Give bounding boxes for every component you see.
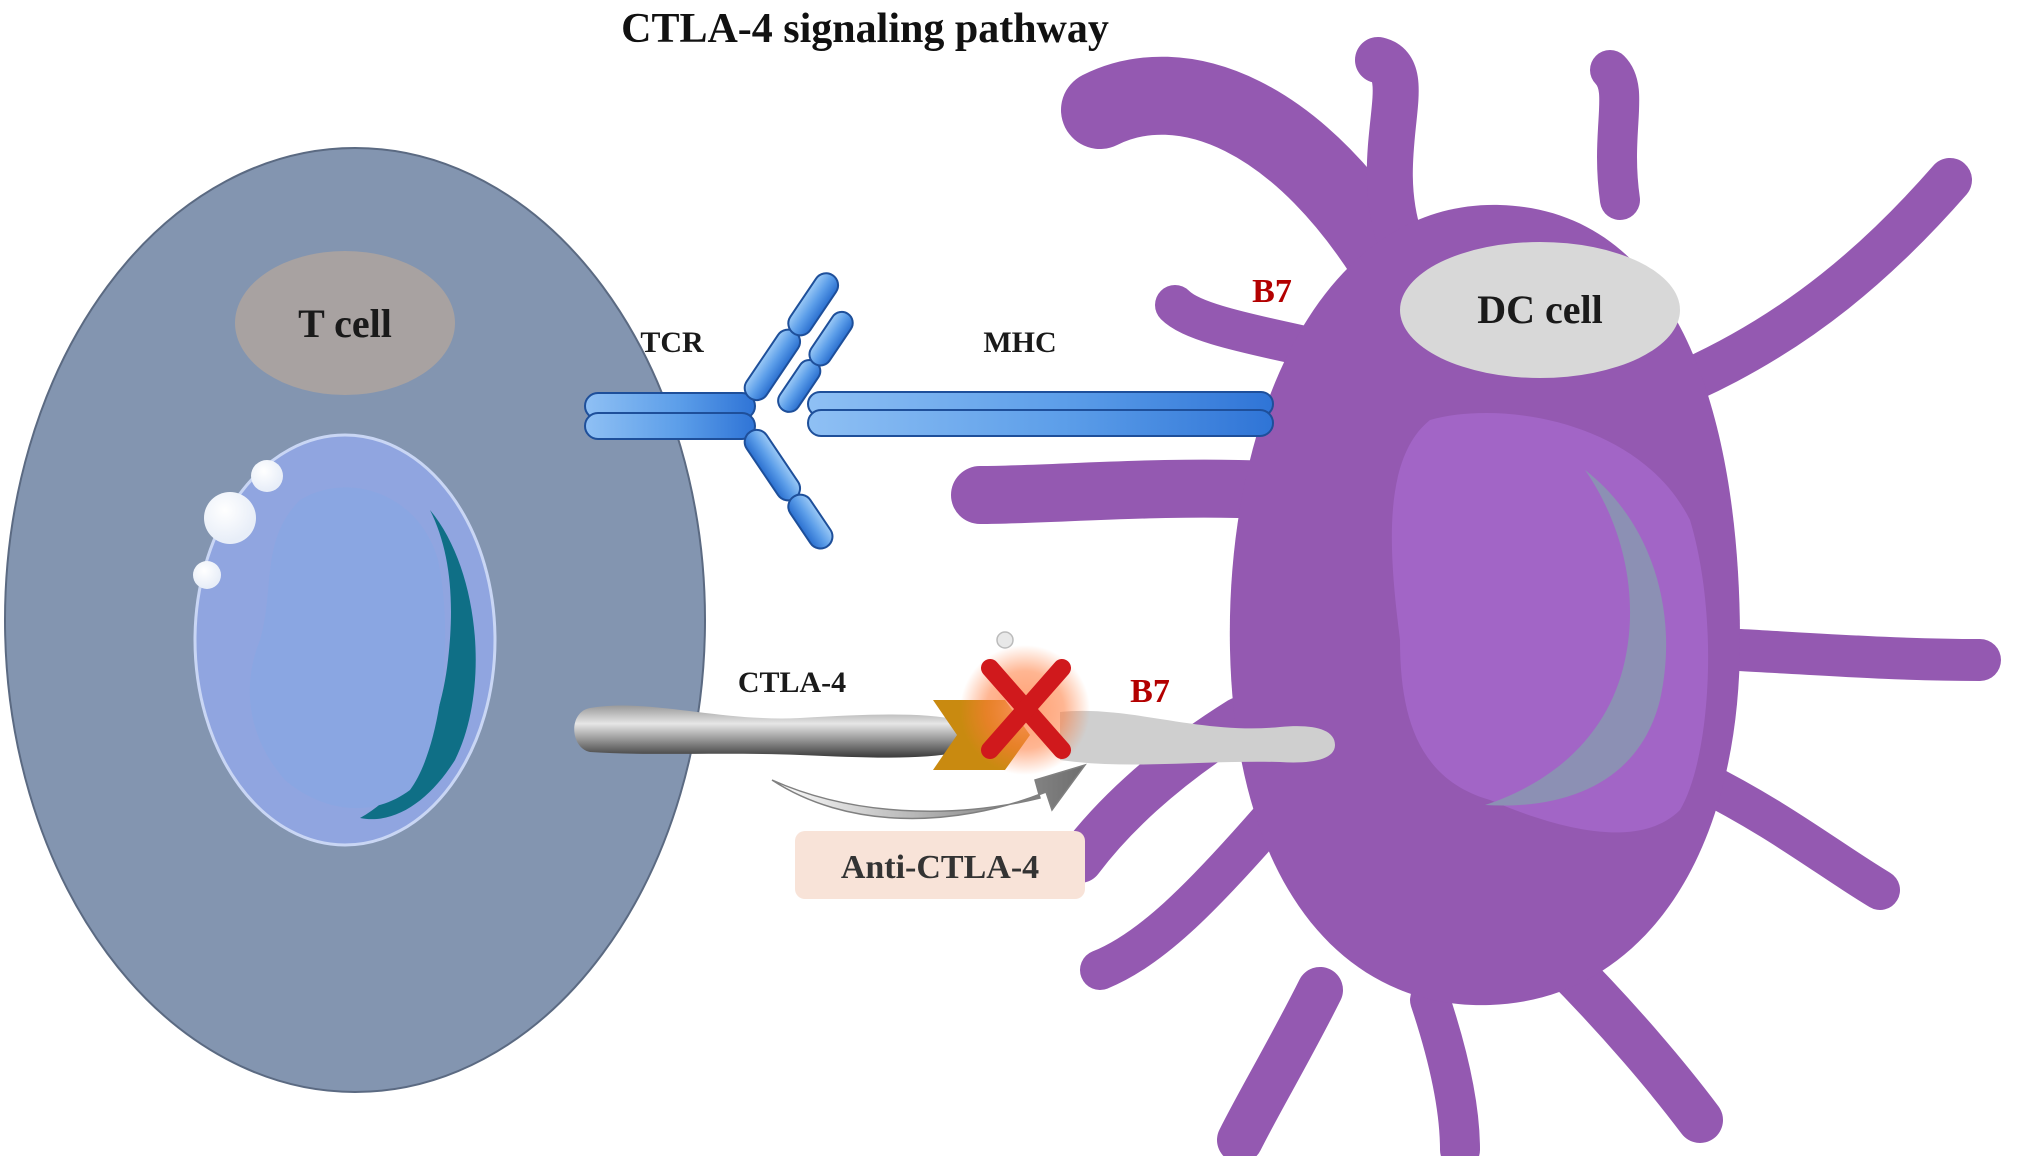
t-cell-label-bg <box>235 251 455 395</box>
anti-ctla4-label: Anti-CTLA-4 <box>841 849 1039 886</box>
dc-cell-label-bg <box>1400 242 1680 378</box>
t-cell-label: T cell <box>298 301 392 346</box>
dc-cell-label: DC cell <box>1477 287 1603 332</box>
t-cell-vesicle <box>204 492 256 544</box>
tcr-label: TCR <box>640 326 704 359</box>
diagram-title: CTLA-4 signaling pathway <box>621 6 1109 52</box>
b7-label-top: B7 <box>1252 273 1292 310</box>
t-cell-nucleus-crescent <box>360 510 476 820</box>
small-droplet-icon <box>996 631 1014 649</box>
dc-cell-nucleus-crescent <box>1485 470 1667 806</box>
dc-cell: DC cell <box>951 37 2001 1156</box>
t-cell-vesicle <box>193 561 221 589</box>
drug-action-arrow <box>771 763 1087 820</box>
tcr-receptor <box>584 272 854 550</box>
b7-label-bottom: B7 <box>1130 673 1170 710</box>
mhc-label: MHC <box>983 326 1056 359</box>
t-cell-vesicle <box>251 460 283 492</box>
anti-ctla4-box <box>795 831 1085 899</box>
ctla4-receptor <box>574 705 960 758</box>
t-cell: T cell <box>4 147 706 1093</box>
b7-ligand-bottom <box>1060 710 1335 765</box>
block-x-icon <box>981 659 1071 759</box>
mhc-molecule <box>807 391 1274 437</box>
t-cell-nucleus-inner <box>249 487 446 809</box>
ctla4-label: CTLA-4 <box>738 666 846 699</box>
